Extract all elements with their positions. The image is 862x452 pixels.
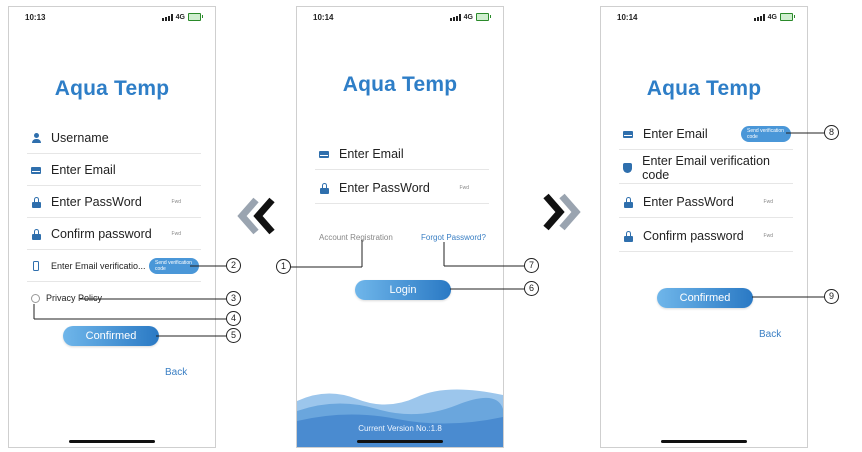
network-label: 4G	[175, 13, 185, 21]
register-screen: 10:13 4G Aqua Temp Username Enter Email …	[8, 6, 216, 448]
lock-icon	[31, 196, 41, 208]
lock-icon	[31, 228, 41, 240]
arrow-left-icon	[234, 196, 278, 236]
status-time: 10:13	[25, 13, 46, 22]
eye-icon[interactable]: Fwd	[459, 185, 469, 191]
signal-icon	[753, 13, 765, 21]
privacy-radio[interactable]	[31, 293, 40, 303]
password-placeholder: Enter PassWord	[643, 195, 734, 209]
email-placeholder: Enter Email	[51, 163, 116, 177]
battery-icon	[188, 13, 203, 21]
network-label: 4G	[767, 13, 777, 21]
email-placeholder: Enter Email	[643, 127, 708, 141]
wave-decoration	[297, 389, 503, 447]
app-title: Aqua Temp	[54, 77, 170, 100]
eye-icon[interactable]: Fwd	[171, 231, 181, 237]
status-time: 10:14	[313, 13, 334, 22]
lock-icon	[319, 182, 329, 194]
back-link[interactable]: Back	[759, 329, 782, 340]
confirm-button[interactable]: Confirmed	[657, 288, 753, 308]
login-button[interactable]: Login	[355, 280, 451, 300]
password-placeholder: Enter PassWord	[51, 195, 142, 209]
arrow-right-icon	[540, 192, 584, 232]
network-label: 4G	[463, 13, 473, 21]
callout-4: 4	[226, 311, 241, 326]
status-bar: 10:14 4G	[313, 13, 491, 25]
email-placeholder: Enter Email	[339, 147, 404, 161]
username-placeholder: Username	[51, 131, 109, 145]
confirm-password-field[interactable]: Confirm password Fwd	[27, 219, 201, 250]
send-code-button[interactable]: Send verification code	[741, 126, 791, 142]
password-placeholder: Enter PassWord	[339, 181, 430, 195]
callout-9: 9	[824, 289, 839, 304]
email-field[interactable]: Enter Email	[315, 139, 489, 170]
callout-2: 2	[226, 258, 241, 273]
email-field[interactable]: Enter Email	[27, 155, 201, 186]
lock-icon	[623, 196, 633, 208]
signal-icon	[449, 13, 461, 21]
username-field[interactable]: Username	[27, 123, 201, 154]
status-time: 10:14	[617, 13, 638, 22]
email-code-placeholder: Enter Email verificatio...	[51, 261, 146, 271]
home-indicator	[357, 440, 443, 443]
callout-6: 6	[524, 281, 539, 296]
version-label: Current Version No.:1.8	[358, 424, 442, 433]
status-bar: 10:14 4G	[617, 13, 795, 25]
callout-5: 5	[226, 328, 241, 343]
eye-icon[interactable]: Fwd	[763, 233, 773, 239]
home-indicator	[661, 440, 747, 443]
email-field[interactable]: Enter Email Send verification code	[619, 119, 793, 150]
mail-icon	[623, 130, 633, 138]
callout-7: 7	[524, 258, 539, 273]
signal-icon	[161, 13, 173, 21]
eye-icon[interactable]: Fwd	[763, 199, 773, 205]
email-code-field[interactable]: Enter Email verificatio... Send verifica…	[27, 251, 201, 282]
phone-icon	[33, 261, 39, 271]
confirm-password-placeholder: Confirm password	[51, 227, 152, 241]
privacy-policy-link[interactable]: Privacy Policy	[46, 293, 103, 303]
mail-icon	[319, 150, 329, 158]
status-bar: 10:13 4G	[25, 13, 203, 25]
app-title: Aqua Temp	[646, 77, 762, 100]
user-icon	[31, 133, 41, 143]
password-field[interactable]: Enter PassWord Fwd	[315, 173, 489, 204]
forgot-password-link[interactable]: Forgot Password?	[421, 233, 486, 242]
send-code-button[interactable]: Send verification code	[149, 258, 199, 274]
home-indicator	[69, 440, 155, 443]
email-code-placeholder: Enter Email verification code	[642, 154, 770, 182]
battery-icon	[780, 13, 795, 21]
battery-icon	[476, 13, 491, 21]
confirm-password-placeholder: Confirm password	[643, 229, 744, 243]
reset-password-screen: 10:14 4G Aqua Temp Enter Email Send veri…	[600, 6, 808, 448]
password-field[interactable]: Enter PassWord Fwd	[27, 187, 201, 218]
confirm-password-field[interactable]: Confirm password Fwd	[619, 221, 793, 252]
eye-icon[interactable]: Fwd	[171, 199, 181, 205]
callout-3: 3	[226, 291, 241, 306]
privacy-row: Privacy Policy	[31, 293, 102, 303]
account-registration-link[interactable]: Account Registration	[319, 233, 393, 242]
lock-icon	[623, 230, 633, 242]
back-link[interactable]: Back	[165, 367, 188, 378]
callout-1: 1	[276, 259, 291, 274]
email-code-field[interactable]: Enter Email verification code	[619, 153, 793, 184]
callout-8: 8	[824, 125, 839, 140]
login-screen: 10:14 4G Aqua Temp Enter Email Enter Pas…	[296, 6, 504, 448]
mail-icon	[31, 166, 41, 174]
shield-icon	[623, 163, 633, 173]
confirm-button[interactable]: Confirmed	[63, 326, 159, 346]
password-field[interactable]: Enter PassWord Fwd	[619, 187, 793, 218]
app-title: Aqua Temp	[342, 73, 458, 96]
